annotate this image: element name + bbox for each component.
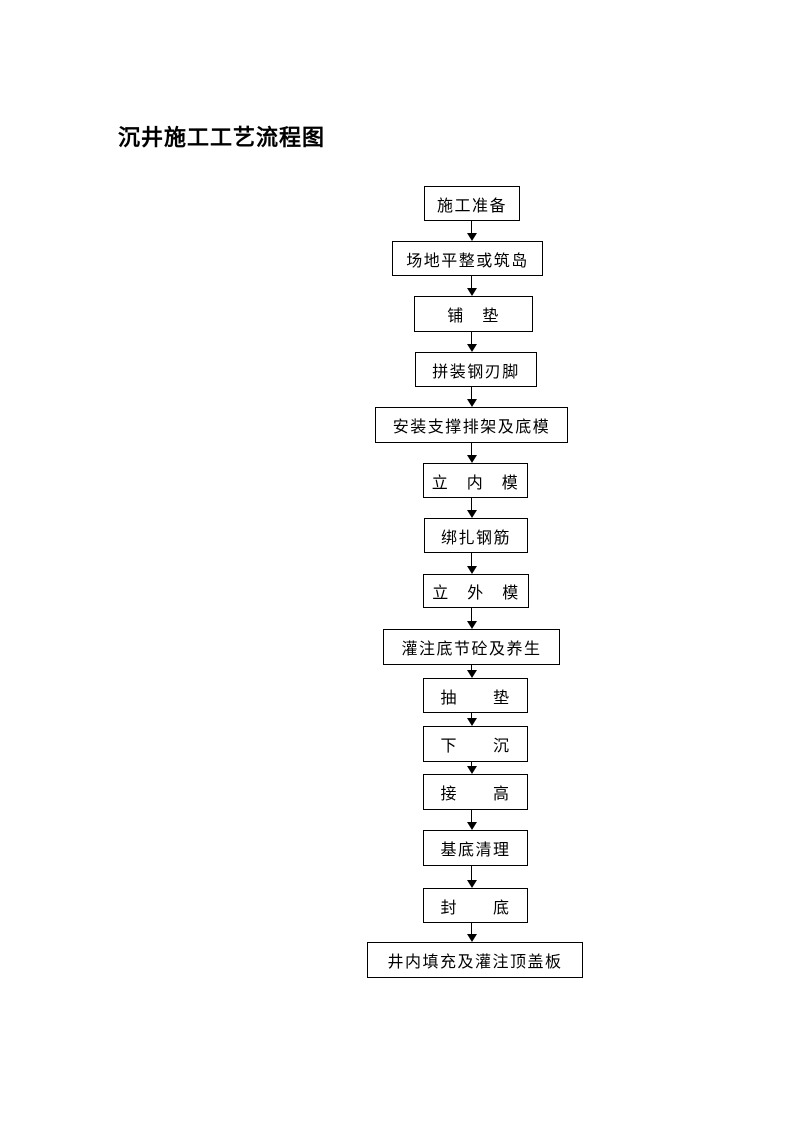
arrow-down-icon: [466, 566, 477, 574]
flow-step-bottom-sealing: 封 底: [423, 888, 528, 923]
flow-step-install-support-frame-and-bottom-form: 安装支撑排架及底模: [375, 407, 568, 443]
arrow-shaft: [470, 387, 473, 399]
page-title: 沉井施工工艺流程图: [118, 125, 326, 150]
flow-arrow-5: [466, 443, 477, 463]
arrow-down-icon: [466, 288, 477, 296]
flow-step-construction-preparation: 施工准备: [424, 186, 520, 221]
flow-arrow-2: [466, 276, 477, 296]
arrow-down-icon: [466, 670, 477, 678]
arrow-shaft: [470, 713, 473, 718]
flow-step-tie-rebar: 绑扎钢筋: [424, 518, 528, 553]
arrow-shaft: [470, 923, 473, 934]
arrow-down-icon: [466, 455, 477, 463]
flow-step-sinking: 下 沉: [423, 726, 528, 762]
arrow-shaft: [470, 498, 473, 510]
arrow-down-icon: [466, 934, 477, 942]
arrow-shaft: [470, 665, 473, 670]
arrow-down-icon: [466, 233, 477, 241]
flow-step-remove-bedding: 抽 垫: [423, 678, 528, 713]
arrow-shaft: [470, 608, 473, 621]
arrow-shaft: [470, 810, 473, 822]
flow-arrow-6: [466, 498, 477, 518]
flow-step-pour-bottom-section-concrete-and-curing: 灌注底节砼及养生: [383, 629, 560, 665]
arrow-down-icon: [466, 718, 477, 726]
flow-arrow-3: [466, 332, 477, 352]
flow-arrow-7: [466, 553, 477, 574]
flow-step-site-leveling-or-island-building: 场地平整或筑岛: [392, 241, 543, 276]
arrow-shaft: [470, 276, 473, 288]
arrow-down-icon: [466, 766, 477, 774]
flow-arrow-9: [466, 665, 477, 678]
flow-arrow-13: [466, 866, 477, 888]
arrow-down-icon: [466, 510, 477, 518]
flow-arrow-14: [466, 923, 477, 942]
arrow-down-icon: [466, 822, 477, 830]
flow-step-well-filling-and-top-slab-pouring: 井内填充及灌注顶盖板: [367, 942, 583, 978]
arrow-down-icon: [466, 399, 477, 407]
arrow-shaft: [470, 762, 473, 766]
arrow-shaft: [470, 332, 473, 344]
arrow-shaft: [470, 553, 473, 566]
flow-arrow-10: [466, 713, 477, 726]
flow-arrow-11: [466, 762, 477, 774]
arrow-down-icon: [466, 621, 477, 629]
arrow-down-icon: [466, 344, 477, 352]
flow-arrow-8: [466, 608, 477, 629]
flow-arrow-12: [466, 810, 477, 830]
arrow-shaft: [470, 866, 473, 880]
flow-step-assemble-steel-cutting-edge: 拼装钢刃脚: [415, 352, 537, 387]
flow-step-lay-bedding: 铺 垫: [414, 296, 533, 332]
flow-arrow-4: [466, 387, 477, 407]
arrow-down-icon: [466, 880, 477, 888]
flow-arrow-1: [466, 221, 477, 241]
flow-step-erect-outer-formwork: 立 外 模: [423, 574, 529, 608]
flow-step-base-cleaning: 基底清理: [423, 830, 528, 866]
arrow-shaft: [470, 221, 473, 233]
arrow-shaft: [470, 443, 473, 455]
flow-step-erect-inner-formwork: 立 内 模: [423, 463, 528, 498]
flow-step-heightening: 接 高: [423, 774, 528, 810]
